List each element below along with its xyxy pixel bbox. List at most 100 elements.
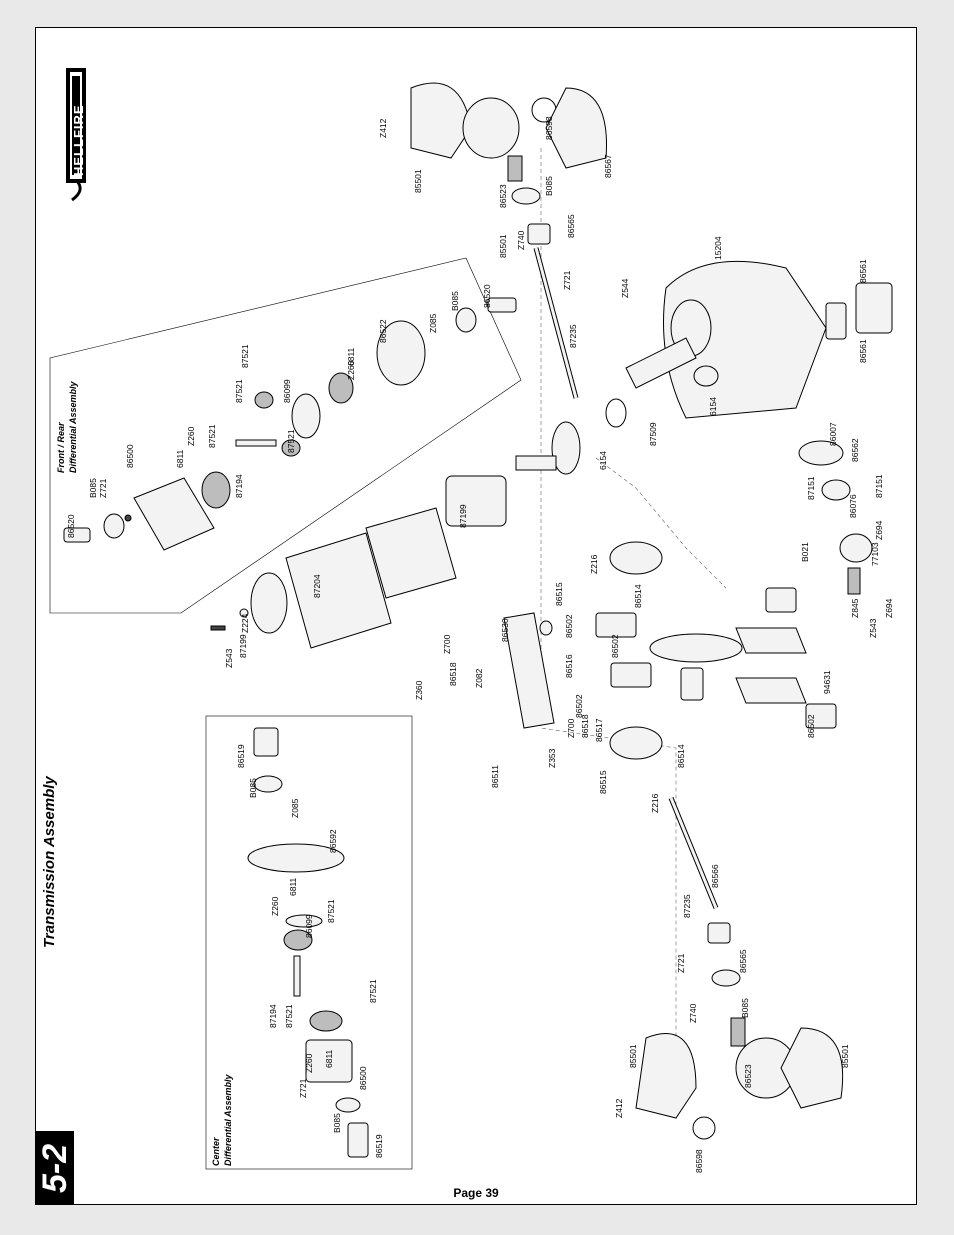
part-label-clutch-assembly-3: Z224 — [240, 613, 250, 633]
mount-brace-part — [765, 587, 797, 613]
part-label-front-rear-diff-5: Z260 — [186, 426, 196, 446]
front-rear-diff-parts — [63, 297, 517, 551]
bearing-part — [103, 513, 125, 539]
part-label-top-rear-assembly-1: 85501 — [413, 169, 423, 193]
bearing-part — [539, 620, 553, 636]
spring-part — [847, 567, 861, 595]
driveshaft-part-inner — [534, 247, 578, 399]
part-label-chassis-center-12: 86517 — [594, 718, 604, 742]
driveshaft-part-inner — [669, 797, 718, 909]
part-label-chassis-center-17: 86514 — [676, 744, 686, 768]
part-label-engine-assembly-11: 86076 — [848, 494, 858, 518]
center-diff-parts — [247, 727, 369, 1158]
outdrive-part — [63, 527, 91, 543]
brace-plate-part — [609, 541, 663, 575]
assembly-line-clutch — [595, 457, 727, 589]
filter-element-part — [445, 475, 507, 527]
joint-cup-part — [527, 223, 551, 245]
clutch-shoe-part — [821, 479, 851, 501]
pinion-part — [730, 1017, 746, 1047]
part-label-chassis-center-11: 86502 — [574, 694, 584, 718]
part-label-bottom-front-assembly-1: 87235 — [682, 894, 692, 918]
assembly-line-main — [540, 148, 677, 1078]
flywheel-part — [798, 440, 844, 466]
part-label-center-diff-0: 86519 — [236, 744, 246, 768]
part-label-front-rear-diff-15: Z085 — [428, 313, 438, 333]
part-label-center-diff-11: Z260 — [304, 1053, 314, 1073]
part-label-chassis-center-5: 86518 — [448, 662, 458, 686]
diff-case-part — [305, 1039, 353, 1083]
part-label-top-rear-assembly-0: Z412 — [378, 118, 388, 138]
part-label-front-rear-diff-16: B085 — [450, 291, 460, 311]
ring-gear-part — [649, 633, 743, 663]
part-label-top-rear-assembly-4: B085 — [544, 176, 554, 196]
part-label-chassis-center-21: 86502 — [806, 714, 816, 738]
diff-plate-part — [285, 914, 323, 928]
part-label-bottom-front-assembly-7: 86523 — [743, 1064, 753, 1088]
ring-gear-part — [462, 97, 520, 159]
spur-gear-part — [247, 843, 345, 873]
ring-gear-part — [376, 320, 426, 386]
part-label-engine-assembly-10: 87151 — [874, 474, 884, 498]
part-label-engine-assembly-4: 6154 — [708, 397, 718, 416]
engine-mount-part — [825, 302, 847, 340]
chassis-center-parts — [503, 541, 837, 760]
bearing-part — [455, 307, 477, 333]
part-label-chassis-center-3: 86515 — [554, 582, 564, 606]
part-label-chassis-center-16: 86515 — [598, 770, 608, 794]
clutch-filter-parts — [210, 421, 581, 649]
part-label-center-diff-13: Z721 — [298, 1078, 308, 1098]
part-label-center-diff-9: 87521 — [284, 1004, 294, 1028]
part-label-chassis-center-6: Z360 — [414, 680, 424, 700]
part-label-center-diff-8: 87194 — [268, 1004, 278, 1028]
part-label-bottom-front-assembly-2: Z721 — [676, 953, 686, 973]
part-label-chassis-center-2: Z216 — [589, 554, 599, 574]
shaft-part — [515, 455, 557, 471]
diff-output-part — [680, 667, 704, 701]
bearing-part — [711, 969, 741, 987]
side-band — [36, 28, 74, 1204]
part-label-center-diff-2: Z085 — [290, 798, 300, 818]
diff-gear-part — [328, 372, 354, 404]
clamp-part — [605, 398, 627, 428]
front-rear-diff-title-2: Differential Assembly — [68, 380, 78, 473]
gearbox-half-part — [635, 1033, 697, 1119]
part-label-top-rear-assembly-5: 85501 — [498, 234, 508, 258]
part-label-bottom-front-assembly-6: 85501 — [628, 1044, 638, 1068]
gearbox-half-part — [410, 82, 472, 159]
part-label-center-diff-7: 87521 — [326, 899, 336, 923]
diff-gear-part — [201, 471, 231, 509]
brace-plate-part — [609, 726, 663, 760]
part-label-engine-assembly-1: Z544 — [620, 278, 630, 298]
part-label-chassis-center-0: Z700 — [442, 634, 452, 654]
part-label-front-rear-diff-13: 6811 — [346, 347, 356, 366]
part-label-chassis-center-18: Z216 — [650, 793, 660, 813]
part-label-engine-assembly-17: Z543 — [868, 618, 878, 638]
bearing-part — [511, 187, 541, 205]
part-label-center-diff-10: 87521 — [368, 979, 378, 1003]
bearing-part — [253, 775, 283, 793]
part-label-front-rear-diff-1: B085 — [88, 478, 98, 498]
engine-part — [663, 260, 827, 419]
filter-lid-part — [250, 572, 288, 634]
part-label-bottom-front-assembly-9: 86598 — [694, 1149, 704, 1173]
part-label-front-rear-diff-10: 86099 — [282, 379, 292, 403]
logo-text: HELLFIRE — [71, 104, 86, 176]
engine-parts — [605, 260, 893, 595]
part-label-center-diff-14: 86500 — [358, 1066, 368, 1090]
center-diff-title-1: Center — [211, 1137, 221, 1166]
part-label-clutch-assembly-0: 87199 — [458, 504, 468, 528]
center-diff-panel — [205, 715, 413, 1170]
diff-gear-part — [309, 1010, 343, 1032]
part-label-engine-assembly-12: Z694 — [874, 520, 884, 540]
screw-part — [210, 625, 226, 631]
section-tab — [36, 1131, 74, 1204]
front-mount-part — [735, 677, 807, 704]
part-label-top-rear-assembly-10: 86567 — [603, 154, 613, 178]
bearing-part — [335, 1097, 361, 1113]
part-label-bottom-front-assembly-5: B085 — [740, 998, 750, 1018]
exploded-parts-diagram: HELLFIRE Front / Rear Differential Assem… — [49, 68, 894, 1173]
gearbox-half-part — [545, 87, 607, 169]
clutch-bell-part — [839, 533, 873, 563]
